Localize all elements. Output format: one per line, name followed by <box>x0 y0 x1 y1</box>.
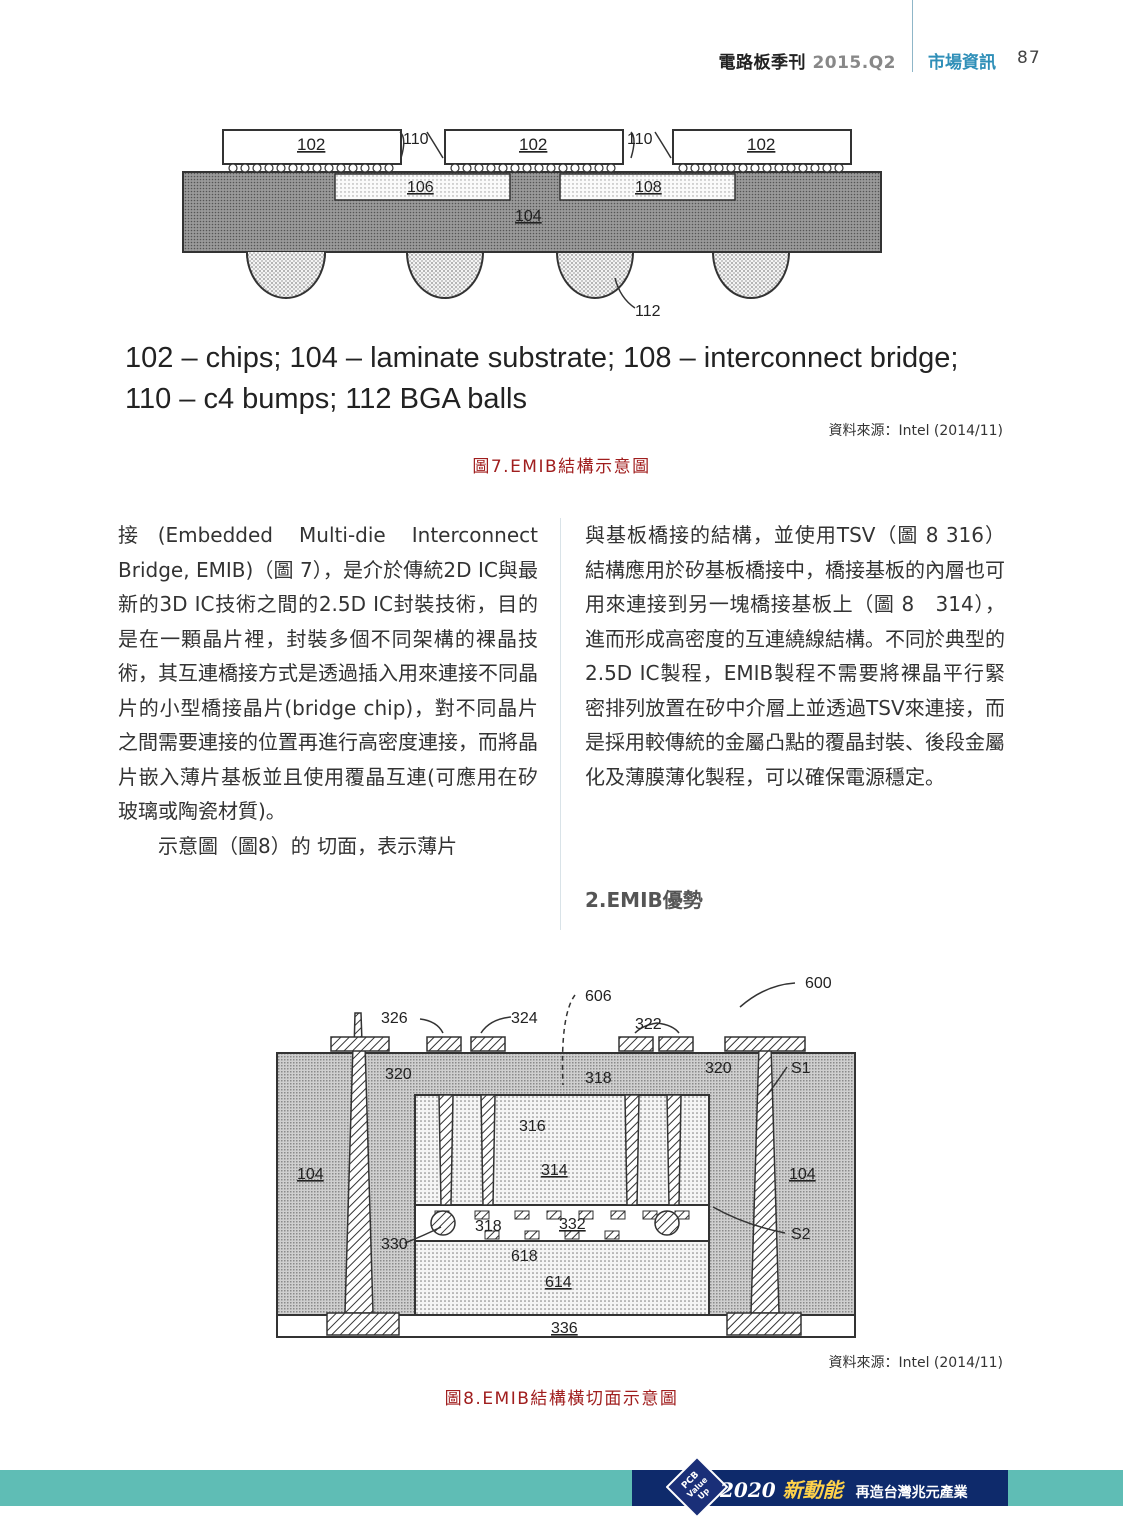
emib-cross-section-diagram: 600 606 326 324 322 320 320 318 S1 316 3… <box>276 975 856 1338</box>
label-110-left: 110 <box>403 131 429 148</box>
figure7-title: 圖7.EMIB結構示意圖 <box>472 457 651 477</box>
top-pads <box>326 1036 806 1336</box>
label-316: 316 <box>519 1118 546 1135</box>
column-divider <box>560 518 561 930</box>
emib-structure-diagram: 102 102 102 110 110 106 108 104 112 <box>182 129 882 320</box>
header-divider <box>912 0 913 72</box>
footer-year: 2020 <box>720 1478 776 1502</box>
figure7-source: 資料來源：Intel (2014/11) <box>828 423 1003 439</box>
figure7-legend: 102 – chips; 104 – laminate substrate; 1… <box>125 338 1025 420</box>
section-name: 市場資訊 <box>928 53 996 73</box>
label-102-left: 102 <box>297 135 325 154</box>
label-618: 618 <box>511 1248 538 1265</box>
label-320-left: 320 <box>385 1066 412 1083</box>
label-336: 336 <box>551 1320 578 1337</box>
label-606: 606 <box>585 988 612 1005</box>
solder-330-left <box>430 1210 456 1236</box>
figure7-legend-line2: 110 – c4 bumps; 112 BGA balls <box>125 383 527 415</box>
label-102-middle: 102 <box>519 135 547 154</box>
figure8-title: 圖8.EMIB結構橫切面示意圖 <box>444 1389 679 1409</box>
label-104-left: 104 <box>297 1166 324 1183</box>
label-330: 330 <box>381 1236 408 1253</box>
body-right-column: 與基板橋接的結構，並使用TSV（圖 8 316）結構應用於矽基板橋接中，橋接基板… <box>585 518 1005 794</box>
section-subheading: 2.EMIB優勢 <box>585 888 703 912</box>
label-614: 614 <box>545 1274 572 1291</box>
figure8-source: 資料來源：Intel (2014/11) <box>828 1355 1003 1371</box>
footer-slogan: 2020 新動能 再造台灣兆元產業 <box>720 1474 968 1503</box>
tsv-vias <box>344 1012 780 1314</box>
footer-slogan-main: 新動能 <box>782 1478 843 1502</box>
left-paragraph-1: 接(Embedded Multi-die Interconnect Bridge… <box>118 523 538 823</box>
label-320-right: 320 <box>705 1060 732 1077</box>
label-104: 104 <box>515 208 542 225</box>
figure7-legend-line1: 102 – chips; 104 – laminate substrate; 1… <box>125 342 959 374</box>
label-600: 600 <box>805 975 832 992</box>
label-322: 322 <box>635 1016 662 1033</box>
chip-left <box>222 129 402 165</box>
label-106: 106 <box>407 179 434 196</box>
label-s1: S1 <box>791 1060 811 1077</box>
label-104-right: 104 <box>789 1166 816 1183</box>
bridge-106 <box>334 173 511 201</box>
page-number: 87 <box>1017 48 1041 68</box>
pcb-value-up-logo: PCB Value Up <box>666 1456 728 1518</box>
chip-right <box>672 129 852 165</box>
journal-issue: 2015.Q2 <box>812 53 896 73</box>
journal-title: 電路板季刊 2015.Q2 <box>700 48 896 73</box>
journal-name: 電路板季刊 <box>718 53 807 73</box>
solder-330-right <box>654 1210 680 1236</box>
bridge-108 <box>559 173 736 201</box>
body-left-column: 接(Embedded Multi-die Interconnect Bridge… <box>118 518 538 863</box>
label-102-right: 102 <box>747 135 775 154</box>
label-112: 112 <box>635 303 661 320</box>
c4-bumps <box>228 163 844 173</box>
right-paragraph-1: 與基板橋接的結構，並使用TSV（圖 8 316）結構應用於矽基板橋接中，橋接基板… <box>585 523 1005 789</box>
label-314: 314 <box>541 1162 568 1179</box>
label-108: 108 <box>635 179 662 196</box>
label-326: 326 <box>381 1010 408 1027</box>
chip-middle <box>444 129 624 165</box>
bga-balls <box>245 251 791 299</box>
label-s2: S2 <box>791 1226 811 1243</box>
label-110-right: 110 <box>627 131 653 148</box>
label-324: 324 <box>511 1010 538 1027</box>
bridge-die-314 <box>414 1094 710 1206</box>
laminate-substrate <box>182 171 882 253</box>
label-318-top: 318 <box>585 1070 612 1087</box>
layer-336 <box>276 1314 856 1338</box>
label-318-bottom: 318 <box>475 1218 502 1235</box>
microbumps <box>434 1210 690 1240</box>
left-paragraph-2: 示意圖（圖8）的 切面，表示薄片 <box>158 833 458 858</box>
footer-slogan-sub: 再造台灣兆元產業 <box>855 1485 968 1501</box>
label-332: 332 <box>559 1216 586 1233</box>
